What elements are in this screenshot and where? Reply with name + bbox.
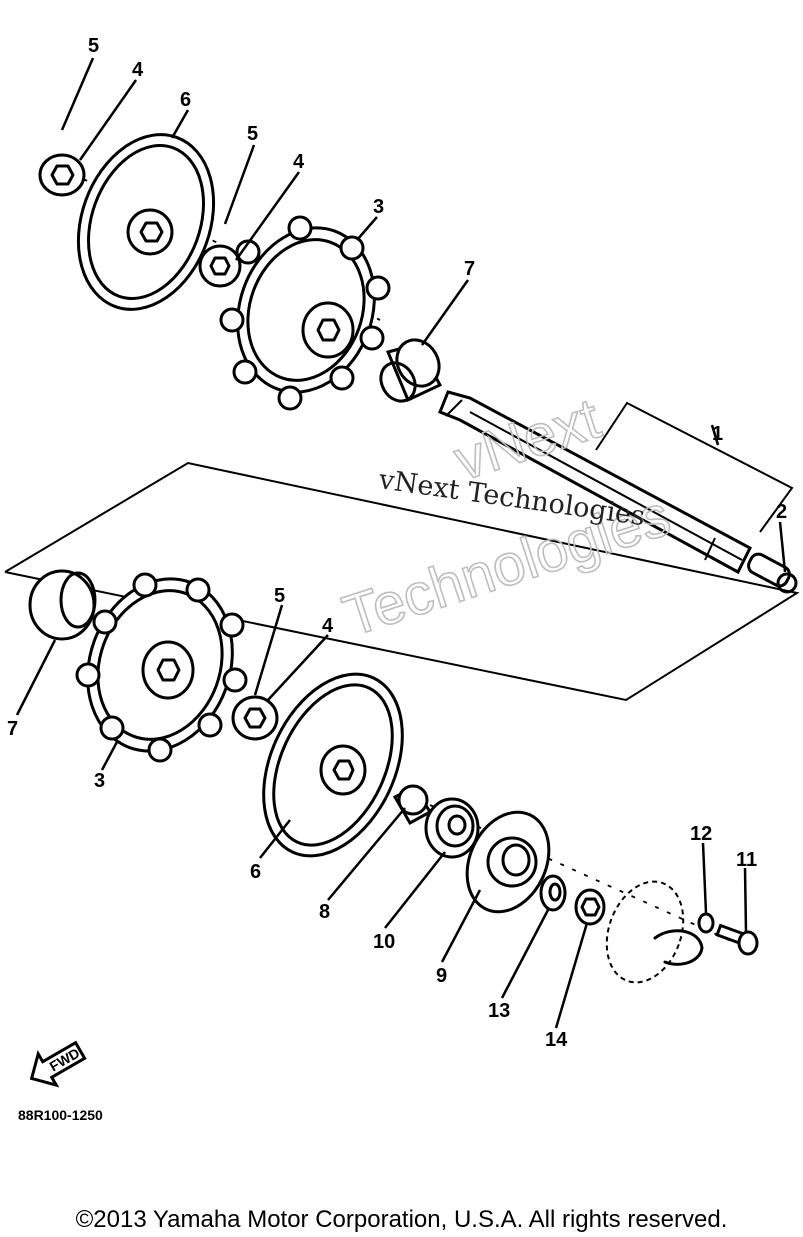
- callout-3: 3: [373, 196, 384, 218]
- part-10-bearing: [424, 797, 480, 859]
- bearing-housing: [605, 880, 704, 984]
- callout-4: 4: [293, 151, 305, 173]
- part-3-sprocket-lower: [75, 572, 248, 763]
- assembly-frame: [4, 461, 800, 702]
- part-7-collar-lower: [28, 569, 97, 641]
- part-1-shaft: [438, 390, 752, 575]
- part-8-nut-upper: [38, 153, 86, 197]
- callout-7: 7: [7, 718, 18, 740]
- part-8-nut-lower: [231, 695, 279, 741]
- callout-12: 12: [690, 823, 712, 845]
- part-3-sprocket-upper: [219, 215, 391, 411]
- callout-3: 3: [94, 770, 105, 792]
- part-11-bolt: [715, 923, 759, 956]
- callout-5: 5: [274, 585, 285, 607]
- copyright-notice: ©2013 Yamaha Motor Corporation, U.S.A. A…: [75, 1206, 728, 1233]
- shaft-bracket: [595, 401, 794, 533]
- callout-2: 2: [776, 501, 787, 523]
- part-13-washer: [539, 874, 567, 912]
- part-6-wheel-lower: [262, 672, 404, 858]
- centerline-lower: [429, 804, 741, 946]
- callout-9: 9: [436, 965, 447, 987]
- leader-lines: [15, 57, 787, 1029]
- callout-13: 13: [488, 1000, 510, 1022]
- callout-4: 4: [322, 615, 334, 637]
- callout-7: 7: [464, 258, 475, 280]
- callout-6: 6: [180, 89, 191, 111]
- callout-10: 10: [373, 931, 395, 953]
- drawing-code: 88R100-1250: [18, 1107, 103, 1123]
- part-14-nut: [574, 888, 606, 926]
- callout-4: 4: [132, 59, 144, 81]
- callout-11: 11: [736, 849, 757, 871]
- callout-6: 6: [250, 861, 261, 883]
- fwd-arrow-icon: FWD: [29, 1040, 87, 1088]
- part-8-nut-mid: [198, 244, 242, 288]
- callout-14: 14: [545, 1029, 568, 1051]
- callout-8: 8: [319, 901, 330, 923]
- callout-5: 5: [247, 123, 258, 145]
- part-2-shaft-end: [747, 552, 798, 594]
- callout-5: 5: [88, 35, 99, 57]
- part-7-collar-upper: [379, 338, 443, 403]
- part-9-flange: [465, 810, 551, 914]
- callout-1: 1: [712, 423, 723, 445]
- part-8-spacer: [392, 784, 433, 826]
- part-6-wheel-upper: [76, 133, 216, 311]
- part-12-lockwasher: [697, 912, 715, 934]
